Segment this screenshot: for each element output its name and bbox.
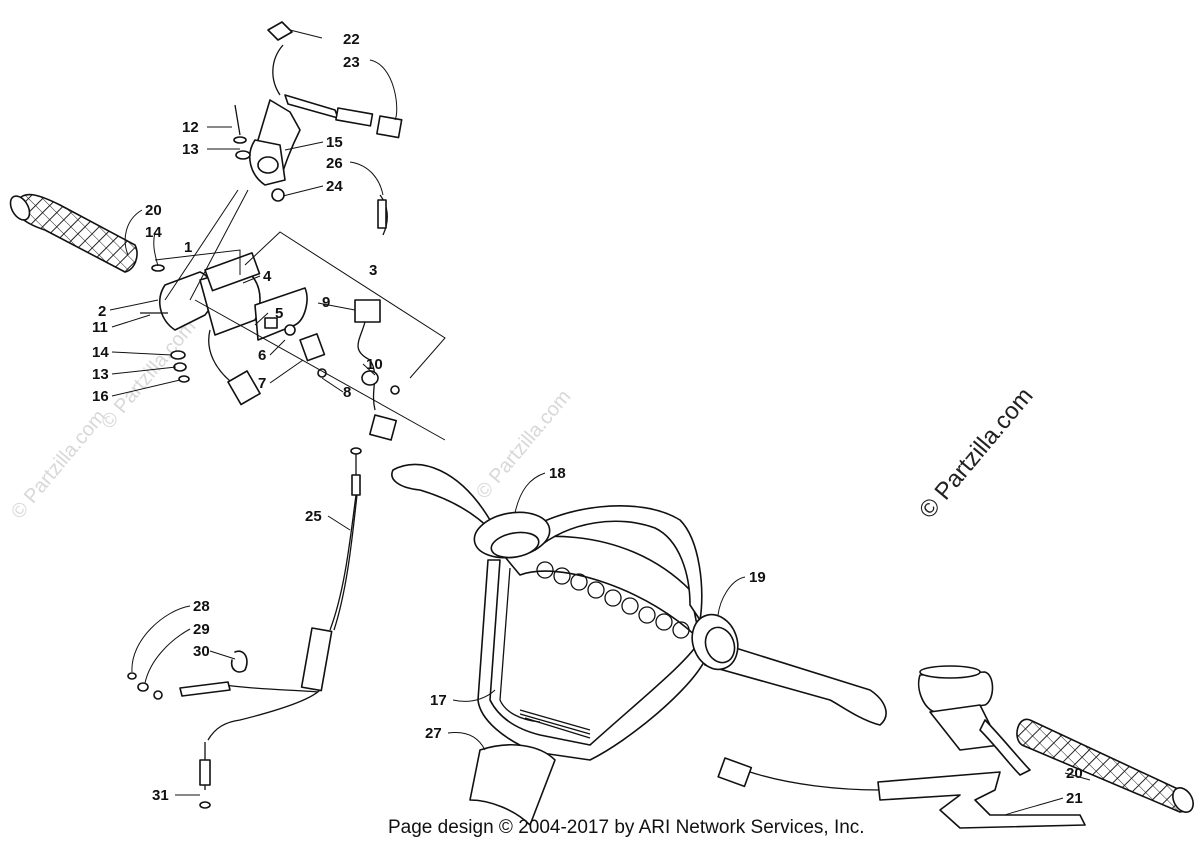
callout-14-bottom: 14: [92, 344, 109, 361]
footer-copyright: Page design © 2004-2017 by ARI Network S…: [388, 817, 865, 838]
throttle-housing: [140, 231, 446, 441]
throttle-cable: [127, 447, 362, 809]
heater-element: [717, 757, 1086, 829]
callout-20-left: 20: [145, 202, 162, 219]
callout-31: 31: [152, 787, 169, 804]
callout-10: 10: [366, 356, 383, 373]
callout-12: 12: [182, 119, 199, 136]
callout-25: 25: [305, 508, 322, 525]
callout-4: 4: [263, 268, 272, 285]
callout-20-right: 20: [1066, 765, 1083, 782]
callout-27: 27: [425, 725, 442, 742]
callout-5: 5: [275, 305, 283, 322]
callout-3: 3: [369, 262, 377, 279]
callout-26: 26: [326, 155, 343, 172]
callout-29: 29: [193, 621, 210, 638]
watermark-faint-2: © Partzilla.com: [97, 316, 200, 433]
watermark-faint-3: © Partzilla.com: [472, 386, 575, 503]
handlebar: [391, 463, 887, 761]
callout-13-bottom: 13: [92, 366, 109, 383]
callout-14-top: 14: [145, 224, 162, 241]
callout-16: 16: [92, 388, 109, 405]
callout-6: 6: [258, 347, 266, 364]
callout-2: 2: [98, 303, 106, 320]
callout-7: 7: [258, 375, 266, 392]
callout-8: 8: [343, 384, 351, 401]
callout-28: 28: [193, 598, 210, 615]
leader-lines: [109, 29, 1091, 816]
callouts: 22 23 12 13 15 26 24 20 14 1 4 3 9 2 5 1…: [92, 31, 1083, 807]
right-grip: [1016, 718, 1194, 813]
callout-17: 17: [430, 692, 447, 709]
callout-1: 1: [184, 239, 192, 256]
watermark-main: © Partzilla.com: [914, 383, 1039, 524]
callout-23: 23: [343, 54, 360, 71]
callout-13: 13: [182, 141, 199, 158]
callout-24: 24: [326, 178, 343, 195]
callout-15: 15: [326, 134, 343, 151]
brake-lever: [233, 21, 403, 236]
callout-19: 19: [749, 569, 766, 586]
watermark-faint-1: © Partzilla.com: [7, 406, 110, 523]
callout-30: 30: [193, 643, 210, 660]
left-grip: [9, 193, 138, 273]
callout-21: 21: [1066, 790, 1083, 807]
callout-11: 11: [92, 319, 108, 336]
callout-22: 22: [343, 31, 360, 48]
handguard-27: [469, 744, 556, 826]
callout-18: 18: [549, 465, 566, 482]
master-cylinder: [917, 665, 1031, 776]
callout-9: 9: [322, 294, 330, 311]
